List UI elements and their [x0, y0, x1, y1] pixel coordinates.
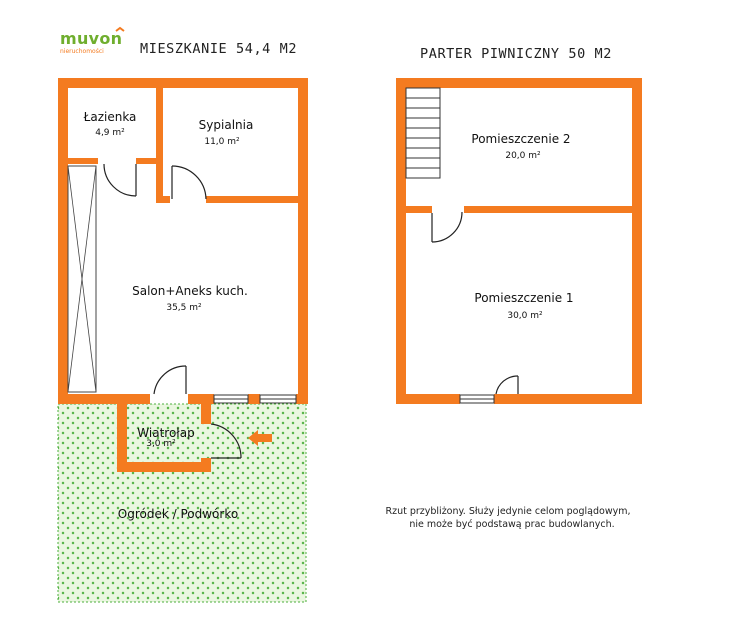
door-vestibule: [210, 423, 242, 459]
room-basement-2-area: 20,0 m²: [505, 151, 541, 161]
window-living-1: [213, 394, 249, 404]
room-living-area: 35,5 m²: [166, 303, 202, 313]
room-bedroom-area: 11,0 m²: [204, 137, 240, 147]
logo-roof-icon: [115, 26, 125, 32]
logo-name: muvon: [60, 29, 122, 48]
window-basement: [459, 394, 495, 404]
door-basement-inner: [431, 211, 463, 243]
basement-walls: [396, 78, 642, 404]
kitchen-counter: [67, 165, 97, 393]
room-bathroom-name: Łazienka: [83, 110, 137, 124]
logo-tagline: nieruchomości: [60, 48, 104, 55]
room-bedroom-name: Sypialnia: [199, 118, 254, 132]
apartment-walls: [58, 78, 308, 472]
room-basement-1-name: Pomieszczenie 1: [474, 291, 573, 305]
muvon-logo: muvon nieruchomości: [60, 26, 125, 55]
door-bedroom: [171, 165, 207, 200]
room-basement-2-name: Pomieszczenie 2: [471, 132, 570, 146]
room-bathroom-area: 4,9 m²: [95, 128, 125, 138]
apartment-title: MIESZKANIE 54,4 M2: [140, 41, 297, 57]
room-garden-name: Ogródek / Podwórko: [118, 507, 238, 521]
door-bathroom: [103, 163, 137, 197]
window-living-2: [259, 394, 297, 404]
entrance-arrow-icon: [248, 430, 272, 446]
basement-title: PARTER PIWNICZNY 50 M2: [420, 46, 612, 62]
staircase: [405, 87, 441, 179]
disclaimer-line-2: nie może być podstawą prac budowlanych.: [409, 519, 614, 530]
room-vestibule-area: 3,0 m²: [146, 439, 176, 449]
door-entrance: [153, 365, 187, 395]
disclaimer-line-1: Rzut przybliżony. Służy jedynie celom po…: [385, 506, 630, 517]
room-basement-1-area: 30,0 m²: [507, 311, 543, 321]
room-vestibule-name: Wiatrołap: [137, 426, 194, 440]
door-basement-entrance: [495, 375, 519, 395]
room-living-name: Salon+Aneks kuch.: [132, 284, 248, 298]
